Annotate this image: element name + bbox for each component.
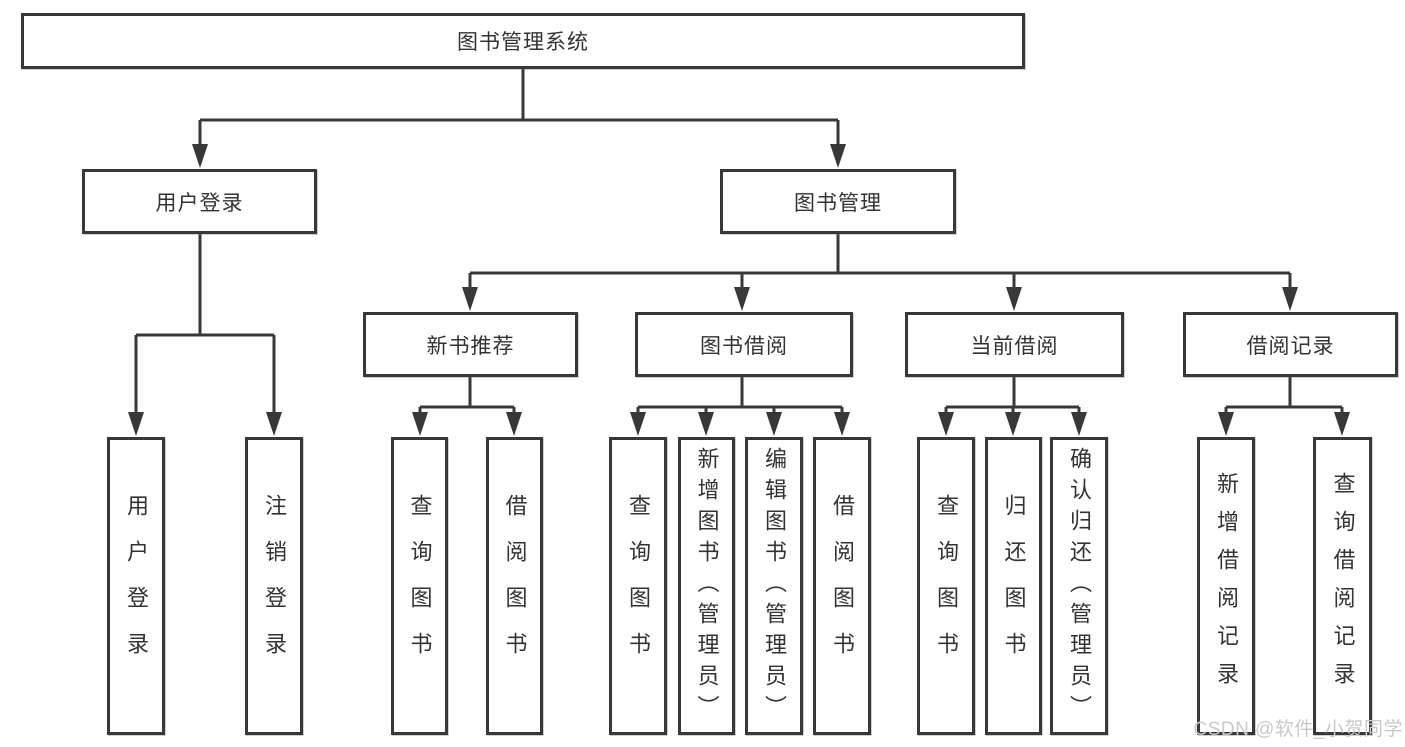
node-book-management-branch: 图书管理 xyxy=(720,169,956,234)
connector-book-mgmt-children xyxy=(462,234,1298,311)
node-book-borrowing: 图书借阅 xyxy=(635,312,853,377)
connector-book-borrow-children xyxy=(630,377,850,436)
connector-new-book-rec-children xyxy=(412,377,522,436)
node-query-books-rec: 查询图书 xyxy=(391,437,448,735)
connector-borrow-record-children xyxy=(1218,377,1350,436)
node-new-book-recommendation: 新书推荐 xyxy=(363,312,578,377)
node-library-management-system: 图书管理系统 xyxy=(21,13,1025,69)
node-query-books-current: 查询图书 xyxy=(917,437,975,735)
node-query-books-borrow: 查询图书 xyxy=(609,437,667,735)
node-add-borrow-record: 新增借阅记录 xyxy=(1197,437,1255,735)
node-user-login-leaf: 用户登录 xyxy=(107,437,165,735)
node-add-books-admin: 新增图书（管理员） xyxy=(678,437,735,735)
connector-user-login-children xyxy=(128,234,282,436)
node-borrowing-records: 借阅记录 xyxy=(1183,312,1398,377)
node-borrow-books-leaf: 借阅图书 xyxy=(813,437,871,735)
node-user-login-branch: 用户登录 xyxy=(82,169,317,234)
csdn-watermark: CSDN @软件_小贺同学 xyxy=(1193,719,1403,740)
node-current-borrowing: 当前借阅 xyxy=(905,312,1124,377)
node-borrow-books-rec: 借阅图书 xyxy=(486,437,543,735)
connector-current-borrow-children xyxy=(938,377,1087,436)
node-edit-books-admin: 编辑图书（管理员） xyxy=(745,437,803,735)
node-query-borrow-record: 查询借阅记录 xyxy=(1313,437,1372,735)
connector-root-to-level2 xyxy=(192,69,846,168)
node-confirm-return-admin: 确认归还（管理员） xyxy=(1050,437,1108,735)
node-logout-leaf: 注销登录 xyxy=(245,437,303,735)
node-return-books: 归还图书 xyxy=(985,437,1042,735)
